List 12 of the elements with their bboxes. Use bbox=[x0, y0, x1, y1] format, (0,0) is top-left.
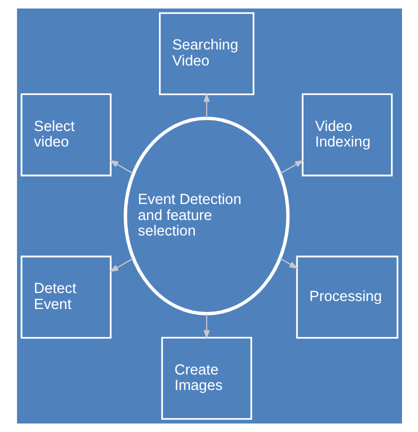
node-box: Create Images bbox=[160, 336, 252, 420]
node-box: Video Indexing bbox=[301, 93, 392, 176]
arrow bbox=[108, 160, 133, 174]
arrow bbox=[203, 314, 210, 340]
node-box: Processing bbox=[296, 256, 398, 339]
arrow bbox=[108, 258, 133, 272]
arrow bbox=[279, 160, 304, 174]
node-box: Detect Event bbox=[20, 256, 112, 339]
arrow bbox=[203, 92, 210, 118]
node-box: Searching Video bbox=[158, 12, 254, 96]
node-box: Select video bbox=[20, 93, 112, 176]
arrow bbox=[279, 258, 298, 269]
